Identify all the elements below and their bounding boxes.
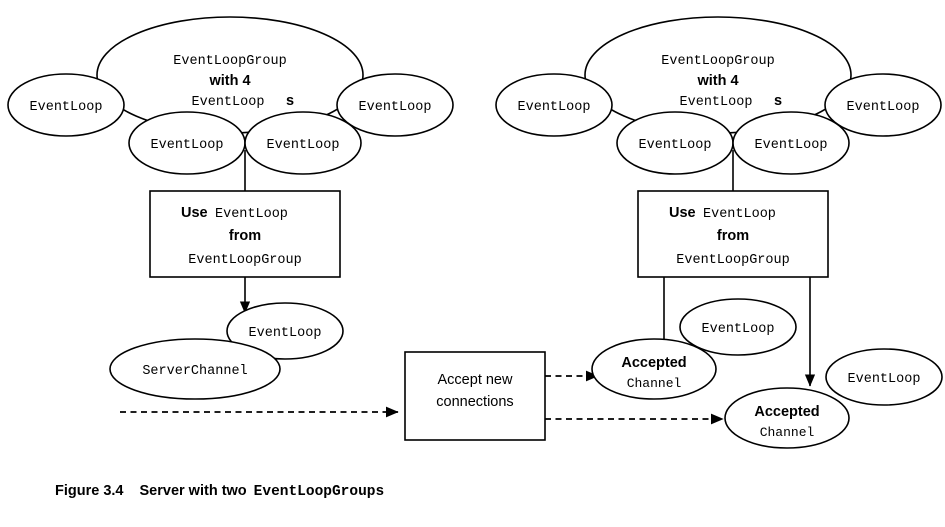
left-box-line2: from bbox=[229, 228, 261, 244]
right-group-label-line3-text: EventLoop bbox=[680, 95, 753, 110]
worker-eventloop-1-ellipse[interactable] bbox=[679, 298, 797, 356]
right-box-line2: from bbox=[717, 228, 749, 244]
left-box-line1: Use EventLoop bbox=[181, 205, 288, 222]
left-group-eventloop-1-label: EventLoop bbox=[30, 100, 103, 115]
server-channel-label: ServerChannel bbox=[142, 364, 247, 379]
left-group-label-line3-text: EventLoop bbox=[192, 95, 265, 110]
figure-caption: Figure 3.4 Server with two EventLoopGroups bbox=[55, 483, 384, 500]
left-group-eventloop-2-label: EventLoop bbox=[359, 100, 432, 115]
worker-eventloop-2-label: EventLoop bbox=[848, 372, 921, 387]
accepted-channel-2-line2: Channel bbox=[760, 425, 815, 440]
right-box-line3: EventLoopGroup bbox=[676, 253, 789, 268]
figure-caption-number: Figure 3.4 bbox=[55, 483, 124, 499]
right-use-eventloop-box-rect[interactable] bbox=[637, 190, 829, 278]
left-group-eventloop-1-ellipse[interactable] bbox=[7, 73, 125, 137]
accept-box-line2: connections bbox=[436, 394, 513, 410]
accept-connections-box-rect[interactable] bbox=[404, 351, 546, 441]
right-group-eventloop-2-label: EventLoop bbox=[847, 100, 920, 115]
left-group-label-line3: EventLoop s bbox=[192, 93, 295, 110]
worker-eventloop-2-ellipse[interactable] bbox=[825, 348, 943, 406]
figure-caption-text: Server with two bbox=[139, 483, 247, 499]
accepted-channel-1-line1: Accepted bbox=[621, 355, 686, 371]
left-event-loop-group[interactable]: EventLoopGroup with 4 EventLoop s EventL… bbox=[7, 16, 454, 175]
right-group-eventloop-3-label: EventLoop bbox=[639, 138, 712, 153]
left-group-label-line2: with 4 bbox=[208, 73, 250, 89]
left-group-eventloop-3-label: EventLoop bbox=[151, 138, 224, 153]
right-box-line1-mono: EventLoop bbox=[703, 207, 776, 222]
server-channel-ellipse[interactable] bbox=[109, 338, 281, 400]
right-use-eventloop-box[interactable]: Use EventLoop from EventLoopGroup bbox=[637, 190, 829, 278]
right-group-label-line1: EventLoopGroup bbox=[661, 54, 774, 69]
right-group-eventloop-2-ellipse[interactable] bbox=[824, 73, 942, 137]
right-group-eventloop-4-ellipse[interactable] bbox=[732, 111, 850, 175]
right-group-eventloop-1-label: EventLoop bbox=[518, 100, 591, 115]
right-box-line1-sans: Use bbox=[669, 205, 696, 221]
left-group-label-line3-suffix: s bbox=[286, 93, 294, 109]
accepted-channel-2-line1: Accepted bbox=[754, 404, 819, 420]
right-group-eventloop-1-ellipse[interactable] bbox=[495, 73, 613, 137]
netty-eventloopgroup-diagram: EventLoopGroup with 4 EventLoop s EventL… bbox=[7, 16, 943, 449]
left-box-line3: EventLoopGroup bbox=[188, 253, 301, 268]
right-group-label-line3: EventLoop s bbox=[680, 93, 783, 110]
accepted-channel-1-ellipse[interactable] bbox=[591, 338, 717, 400]
left-use-eventloop-box-rect[interactable] bbox=[149, 190, 341, 278]
right-event-loop-group[interactable]: EventLoopGroup with 4 EventLoop s EventL… bbox=[495, 16, 942, 175]
accepted-channel-2[interactable]: Accepted Channel bbox=[724, 387, 850, 449]
left-group-label-line1: EventLoopGroup bbox=[173, 54, 286, 69]
right-group-eventloop-4-label: EventLoop bbox=[755, 138, 828, 153]
figure-caption-mono-term: EventLoopGroups bbox=[253, 484, 385, 500]
accept-box-line1: Accept new bbox=[438, 372, 513, 388]
left-box-line1-sans: Use bbox=[181, 205, 208, 221]
accepted-channel-1-line2: Channel bbox=[627, 376, 682, 391]
left-group-eventloop-4-ellipse[interactable] bbox=[244, 111, 362, 175]
left-use-eventloop-box[interactable]: Use EventLoop from EventLoopGroup bbox=[149, 190, 341, 278]
boss-eventloop-ellipse[interactable] bbox=[226, 302, 344, 360]
accept-connections-box[interactable]: Accept new connections bbox=[404, 351, 546, 441]
accepted-channel-2-ellipse[interactable] bbox=[724, 387, 850, 449]
right-group-label-line2: with 4 bbox=[696, 73, 738, 89]
worker-eventloop-1-label: EventLoop bbox=[702, 322, 775, 337]
right-box-line1: Use EventLoop bbox=[669, 205, 776, 222]
left-group-eventloop-4-label: EventLoop bbox=[267, 138, 340, 153]
right-group-label-line3-suffix: s bbox=[774, 93, 782, 109]
accepted-channel-1[interactable]: Accepted Channel bbox=[591, 338, 717, 400]
left-group-eventloop-2-ellipse[interactable] bbox=[336, 73, 454, 137]
left-box-line1-mono: EventLoop bbox=[215, 207, 288, 222]
boss-eventloop-label: EventLoop bbox=[249, 326, 322, 341]
